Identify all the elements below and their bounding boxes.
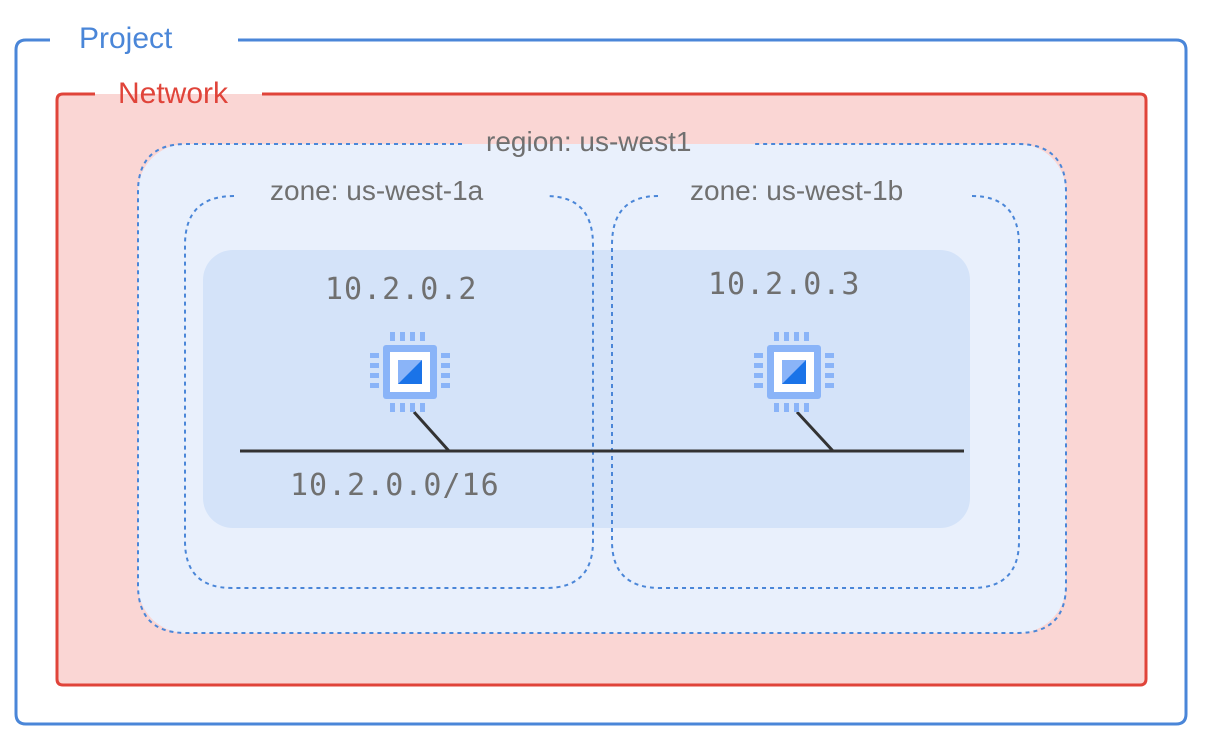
zone-b-boundary (611, 195, 1020, 589)
network-boundary (55, 92, 1148, 687)
instance-b-ip: 10.2.0.3 (708, 267, 861, 302)
zone-b-label: zone: us-west-1b (690, 175, 904, 206)
region-boundary (137, 143, 1067, 634)
instance-b-connector (795, 410, 835, 453)
project-boundary (14, 38, 1188, 726)
project-label: Project (79, 22, 173, 55)
compute-engine-icon (754, 332, 834, 412)
region-label: region: us-west1 (486, 126, 692, 157)
zone-a-boundary (184, 195, 594, 589)
subnet-area (203, 250, 970, 528)
instance-a-ip: 10.2.0.2 (325, 272, 478, 307)
subnet-cidr: 10.2.0.0/16 (290, 468, 500, 503)
instance-a-connector (412, 410, 451, 453)
zone-a-label: zone: us-west-1a (270, 175, 484, 206)
network-label: Network (118, 77, 229, 110)
compute-engine-icon (370, 332, 450, 412)
